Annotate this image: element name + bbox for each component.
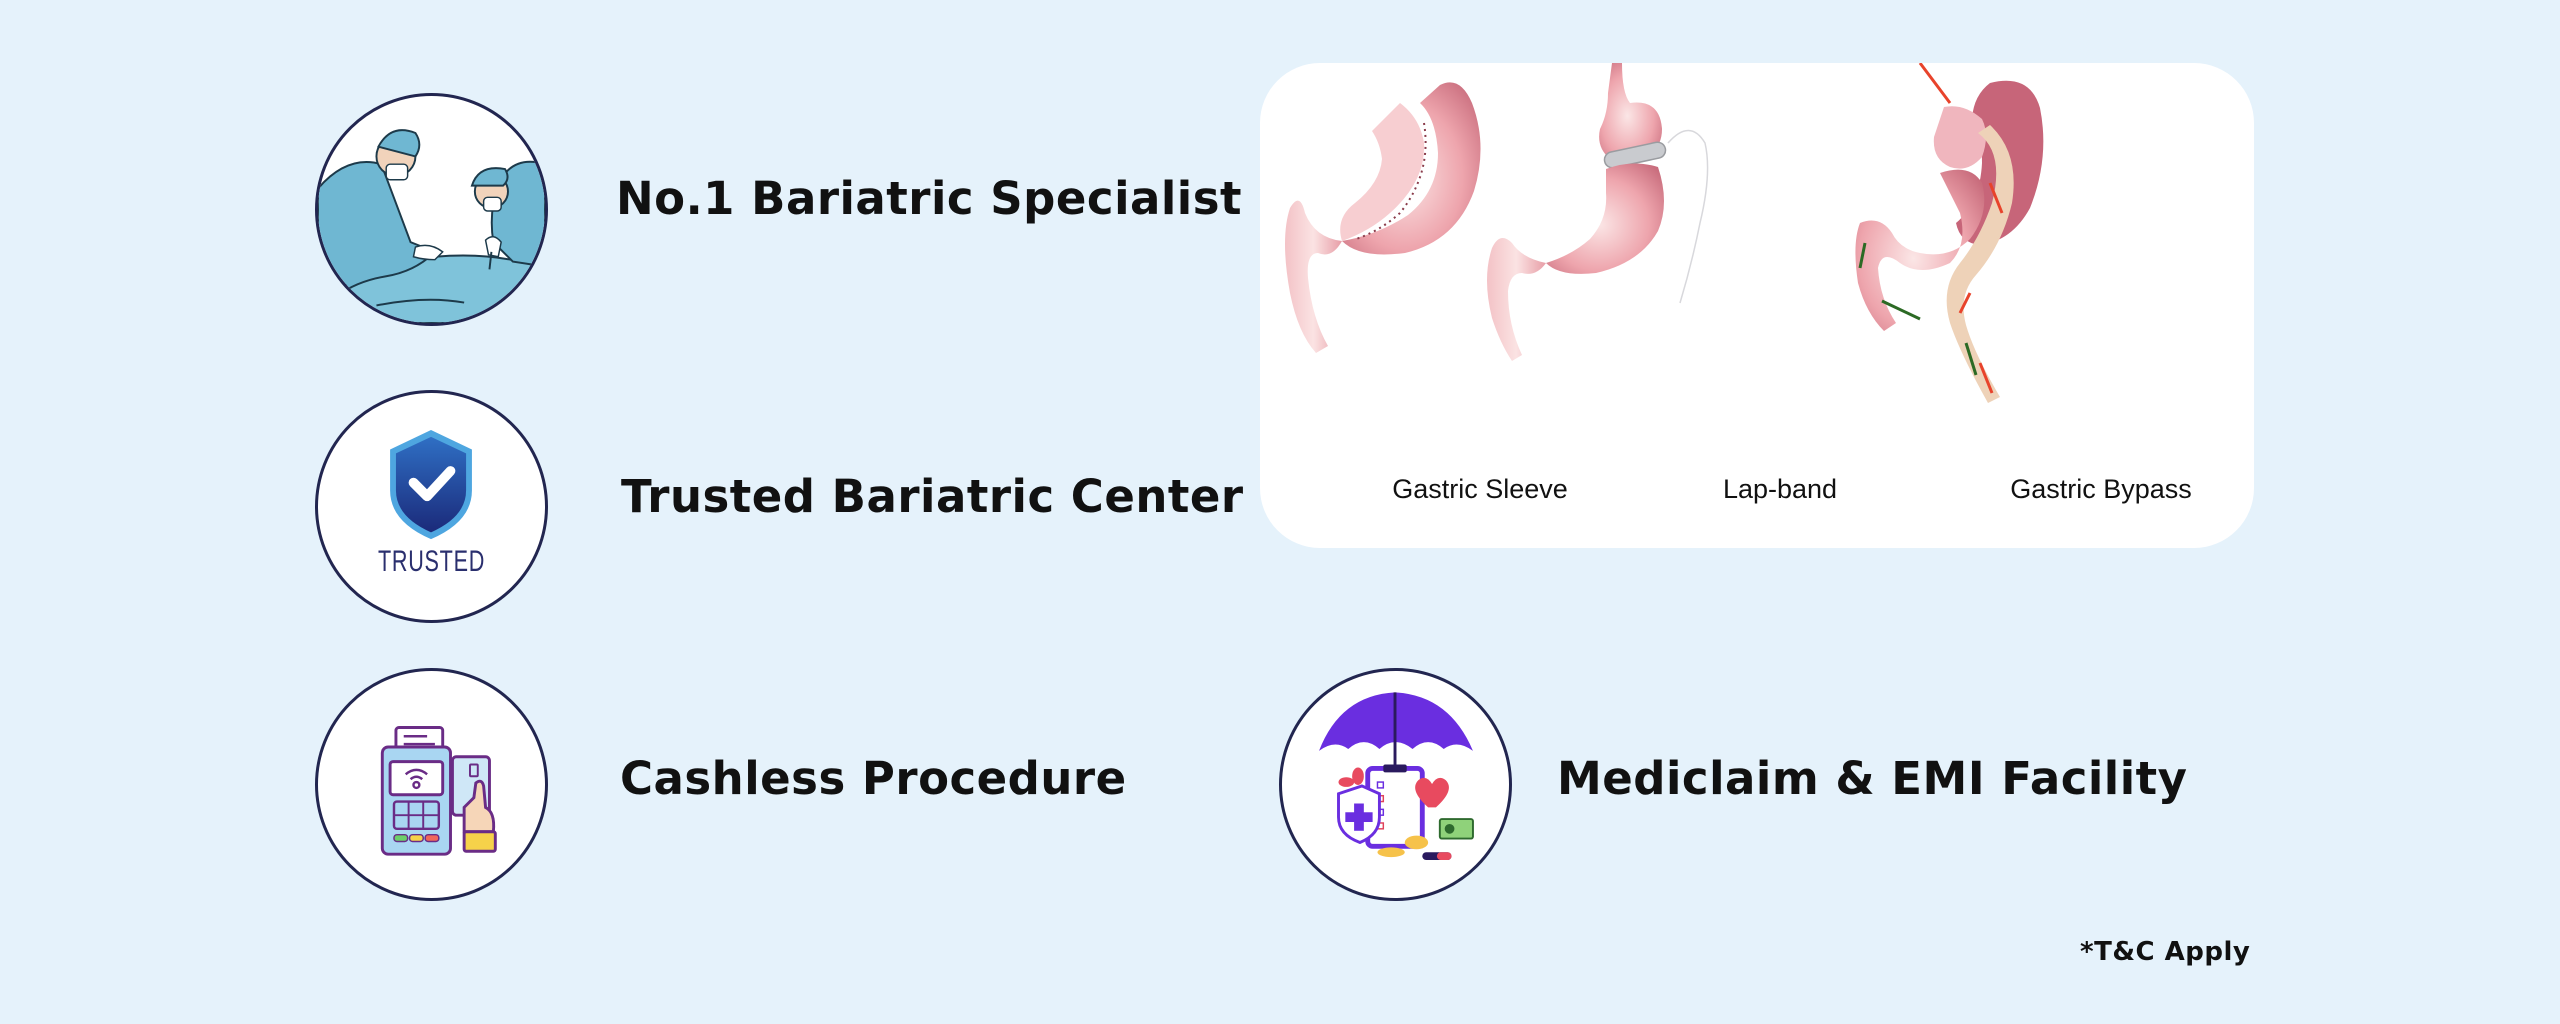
feature-icon-circle-mediclaim bbox=[1279, 668, 1512, 901]
feature-label-trusted: Trusted Bariatric Center bbox=[621, 470, 1244, 523]
procedures-illustrations bbox=[1285, 63, 2044, 403]
terms-footnote: *T&C Apply bbox=[2080, 937, 2251, 967]
procedure-label-gastric-bypass: Gastric Bypass bbox=[2010, 474, 2192, 504]
surgeons-illustration-icon bbox=[318, 129, 545, 323]
feature-icon-circle-cashless bbox=[315, 668, 548, 901]
procedure-label-gastric-sleeve: Gastric Sleeve bbox=[1392, 474, 1568, 504]
feature-icon-circle-specialist bbox=[315, 93, 548, 326]
feature-icon-circle-trusted: TRUSTED bbox=[315, 390, 548, 623]
procedure-label-lap-band: Lap-band bbox=[1722, 474, 1838, 504]
trusted-badge-text: TRUSTED bbox=[377, 545, 486, 578]
gastric-bypass-stomach-icon bbox=[1855, 63, 2044, 403]
gastric-sleeve-stomach-icon bbox=[1285, 82, 1481, 353]
feature-label-mediclaim: Mediclaim & EMI Facility bbox=[1557, 752, 2188, 805]
feature-label-cashless: Cashless Procedure bbox=[620, 752, 1127, 805]
procedures-card: Gastric Sleeve Lap-band Gastric Bypass bbox=[1260, 63, 2254, 548]
insurance-umbrella-icon bbox=[1319, 692, 1474, 861]
card-payment-terminal-icon bbox=[380, 726, 497, 856]
lap-band-stomach-icon bbox=[1487, 63, 1709, 361]
feature-label-specialist: No.1 Bariatric Specialist bbox=[616, 172, 1243, 225]
trusted-shield-icon bbox=[390, 430, 472, 540]
